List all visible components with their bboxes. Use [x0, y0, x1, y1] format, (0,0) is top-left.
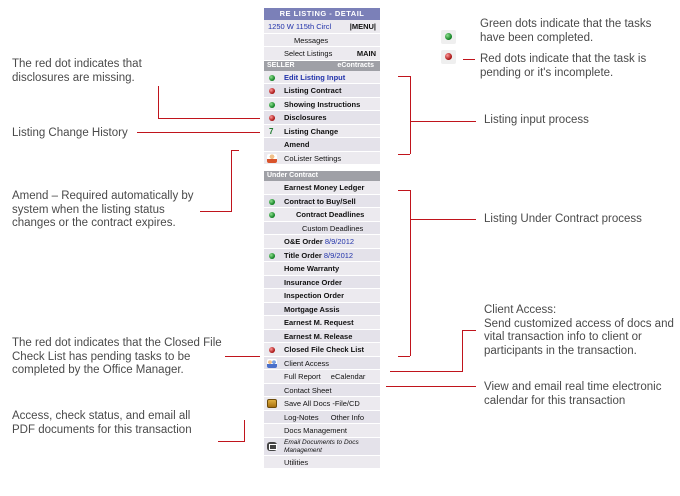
title-order-item[interactable]: Title Order 8/9/2012 [264, 248, 380, 262]
listing-address[interactable]: 1250 W 115th Circl [268, 22, 332, 31]
ecalendar-link[interactable]: eCalendar [330, 372, 366, 381]
select-listings-row[interactable]: Select Listings MAIN [264, 47, 380, 61]
seller-label: SELLER [267, 61, 295, 69]
log-notes-row[interactable]: Log-Notes Other Info [264, 410, 380, 424]
email-icon [267, 441, 277, 451]
oe-order-date: 8/9/2012 [324, 237, 355, 246]
green-legend-text: Green dots indicate that the tasks have … [480, 18, 652, 44]
earnest-money-ledger-item[interactable]: Earnest Money Ledger [264, 181, 380, 195]
other-info-link[interactable]: Other Info [330, 412, 365, 422]
under-contract-process-note: Listing Under Contract process [484, 213, 642, 225]
title-order-date: 8/9/2012 [323, 250, 354, 260]
red-status-dot-icon [269, 115, 275, 121]
contract-to-buy-sell-item[interactable]: Contract to Buy/Sell [264, 194, 380, 208]
amend-item[interactable]: Amend [264, 138, 380, 152]
disclosures-item[interactable]: Disclosures [264, 111, 380, 125]
earnest-m-request-item[interactable]: Earnest M. Request [264, 316, 380, 330]
contact-sheet-item[interactable]: Contact Sheet [264, 383, 380, 397]
home-warranty-item[interactable]: Home Warranty [264, 262, 380, 276]
pdf-access-note: Access, check status, and email all PDF … [12, 410, 192, 436]
save-all-docs-item[interactable]: Save All Docs -File/CD [264, 397, 380, 411]
colister-settings-item[interactable]: CoLister Settings [264, 151, 380, 165]
green-status-dot-icon [269, 198, 275, 205]
select-listings-link[interactable]: Select Listings [284, 49, 333, 58]
log-notes-link[interactable]: Log-Notes [284, 412, 319, 422]
listing-input-process-note: Listing input process [484, 114, 589, 126]
contract-deadlines-item[interactable]: Contract Deadlines [264, 208, 380, 222]
listing-change-history-note: Listing Change History [12, 127, 128, 139]
disclosures-missing-note: The red dot indicates that disclosures a… [12, 58, 142, 84]
listing-detail-panel: RE LISTING - DETAIL 1250 W 115th Circl |… [264, 8, 380, 469]
client-access-note: Client Access: Send customized access of… [484, 304, 674, 358]
red-dot-icon [445, 53, 452, 60]
closed-file-check-list-item[interactable]: Closed File Check List [264, 343, 380, 357]
insurance-order-item[interactable]: Insurance Order [264, 275, 380, 289]
earnest-m-release-item[interactable]: Earnest M. Release [264, 329, 380, 343]
under-contract-section-header: Under Contract [264, 171, 380, 181]
oe-order-item[interactable]: O&E Order 8/9/2012 [264, 235, 380, 249]
ecalendar-note: View and email real time electronic cale… [484, 381, 662, 407]
green-status-dot-icon [269, 74, 275, 81]
red-legend-dot [441, 50, 456, 64]
save-disk-icon [267, 399, 277, 408]
client-access-icon [267, 358, 277, 368]
seller-section-header: SELLER eContracts [264, 60, 380, 71]
utilities-item[interactable]: Utilities [264, 455, 380, 469]
email-documents-item[interactable]: Email Documents to Docs Management [264, 437, 380, 456]
green-status-dot-icon [269, 101, 275, 108]
listing-address-link[interactable]: 1250 W 115th Circl |MENU| [264, 20, 380, 34]
panel-header: RE LISTING - DETAIL [264, 8, 380, 20]
inspection-order-item[interactable]: Inspection Order [264, 289, 380, 303]
listing-change-item[interactable]: 7 Listing Change [264, 124, 380, 138]
green-status-dot-icon [269, 252, 275, 259]
client-access-item[interactable]: Client Access [264, 356, 380, 370]
client-access-desc: Send customized access of docs and vital… [484, 317, 674, 357]
showing-instructions-item[interactable]: Showing Instructions [264, 97, 380, 111]
closed-file-note: The red dot indicates that the Closed Fi… [12, 337, 222, 376]
custom-deadlines-item[interactable]: Custom Deadlines [264, 221, 380, 235]
red-legend-text: Red dots indicate that the task is pendi… [480, 53, 647, 79]
client-access-title: Client Access: [484, 304, 557, 316]
messages-item[interactable]: Messages [264, 33, 380, 47]
mortgage-assis-item[interactable]: Mortgage Assis [264, 302, 380, 316]
docs-management-item[interactable]: Docs Management [264, 424, 380, 438]
edit-listing-input-item[interactable]: Edit Listing Input [264, 70, 380, 84]
econtracts-link[interactable]: eContracts [337, 61, 374, 69]
person-icon [267, 153, 277, 163]
change-count-badge: 7 [269, 126, 274, 136]
full-report-link[interactable]: Full Report [284, 372, 321, 381]
red-status-dot-icon [269, 347, 275, 353]
green-legend-dot [441, 30, 456, 44]
green-dot-icon [445, 33, 452, 40]
main-link[interactable]: MAIN [356, 49, 376, 58]
green-status-dot-icon [269, 212, 275, 218]
full-report-row[interactable]: Full Report eCalendar [264, 370, 380, 384]
red-status-dot-icon [269, 88, 275, 94]
menu-link[interactable]: |MENU| [349, 22, 376, 31]
listing-contract-item[interactable]: Listing Contract [264, 84, 380, 98]
amend-note: Amend – Required automatically by system… [12, 190, 194, 229]
